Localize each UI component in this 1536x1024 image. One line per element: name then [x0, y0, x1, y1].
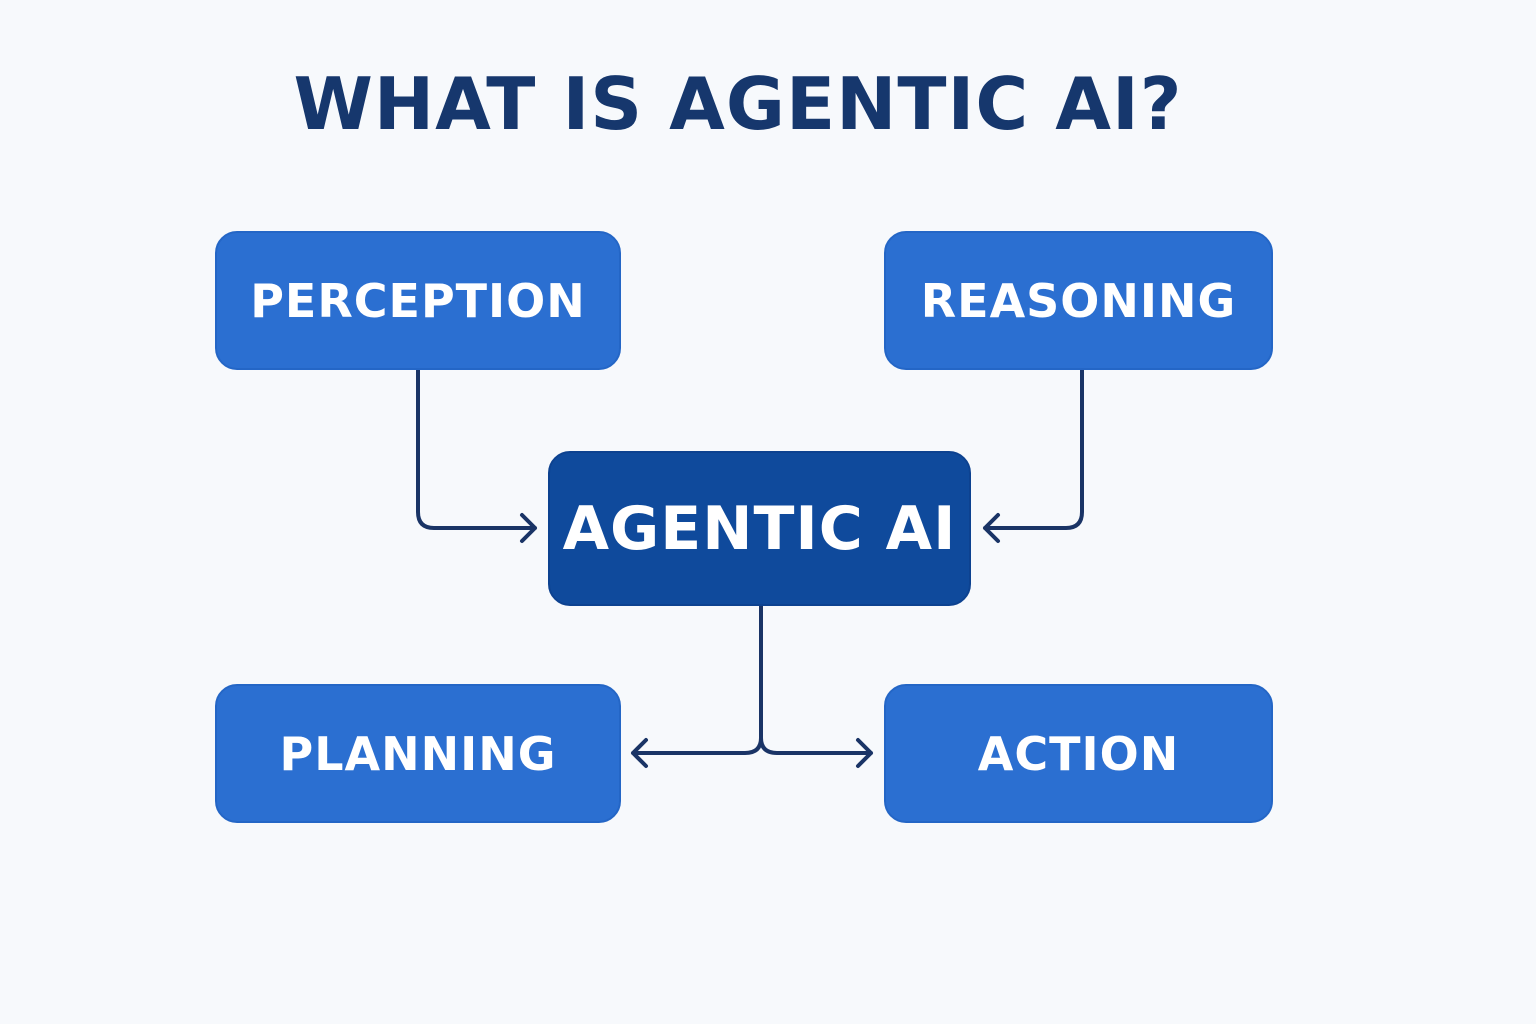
perception-node: PERCEPTION [215, 231, 621, 370]
arrow-perception-to-center [416, 368, 537, 543]
planning-node: PLANNING [215, 684, 621, 823]
reasoning-node: REASONING [884, 231, 1273, 370]
page-title: WHAT IS AGENTIC AI? [293, 62, 1183, 146]
agentic-ai-center-node: AGENTIC AI [548, 451, 971, 606]
arrow-reasoning-to-center [983, 368, 1084, 543]
arrow-center-to-planning [631, 604, 763, 768]
arrow-center-to-action [759, 736, 873, 768]
action-node: ACTION [884, 684, 1273, 823]
